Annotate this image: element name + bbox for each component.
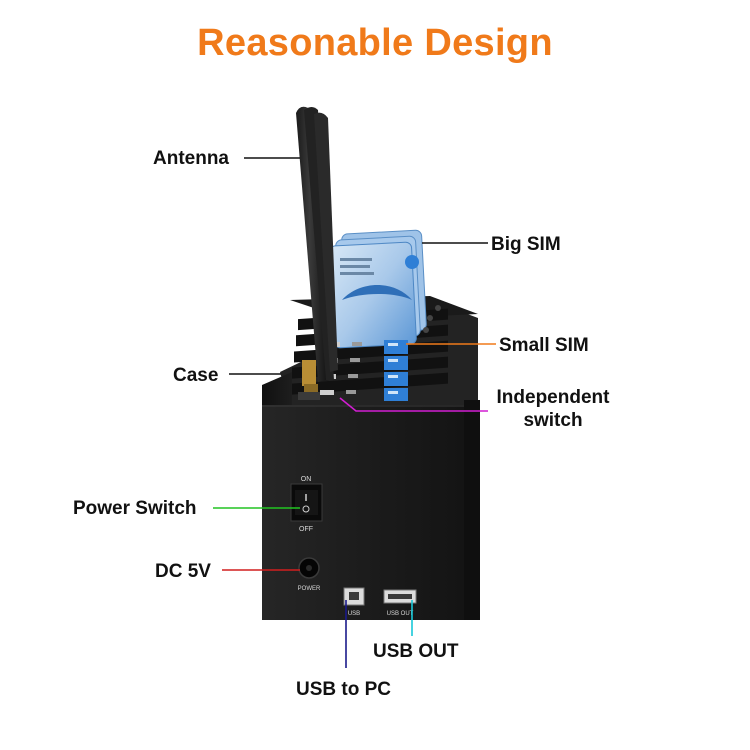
independent-switch-label-line1: Independent xyxy=(496,387,610,408)
small-sim-label: Small SIM xyxy=(499,335,589,356)
usb-to-pc-label: USB to PC xyxy=(296,679,391,700)
big-sim-label: Big SIM xyxy=(491,234,561,255)
independent-switch-callout-line xyxy=(339,397,488,412)
case-label: Case xyxy=(173,365,219,386)
usb-out-label: USB OUT xyxy=(373,641,459,662)
usb-b-port: USB xyxy=(343,587,365,617)
independent-switch-label-line2: switch xyxy=(523,410,583,431)
off-marking: OFF xyxy=(299,526,313,533)
independent-switch-label: Independent switch xyxy=(486,386,620,432)
dc-jack: POWER xyxy=(298,557,321,592)
power-switch-label: Power Switch xyxy=(73,498,197,519)
page-title: Reasonable Design xyxy=(197,22,553,64)
big-sim-cards xyxy=(329,229,427,349)
small-sim-cards xyxy=(384,340,408,401)
usb-out-marking: USB OUT xyxy=(387,611,414,617)
on-marking: ON xyxy=(301,476,312,483)
antenna-label: Antenna xyxy=(153,148,229,169)
power-marking: POWER xyxy=(298,586,321,592)
antenna xyxy=(296,106,338,400)
case-right-edge xyxy=(464,400,480,620)
usb-a-port: USB OUT xyxy=(383,589,417,617)
usb-marking: USB xyxy=(348,611,360,617)
dc-5v-label: DC 5V xyxy=(155,561,211,582)
power-switch: ON OFF xyxy=(290,476,323,533)
callout-lines xyxy=(213,157,496,668)
